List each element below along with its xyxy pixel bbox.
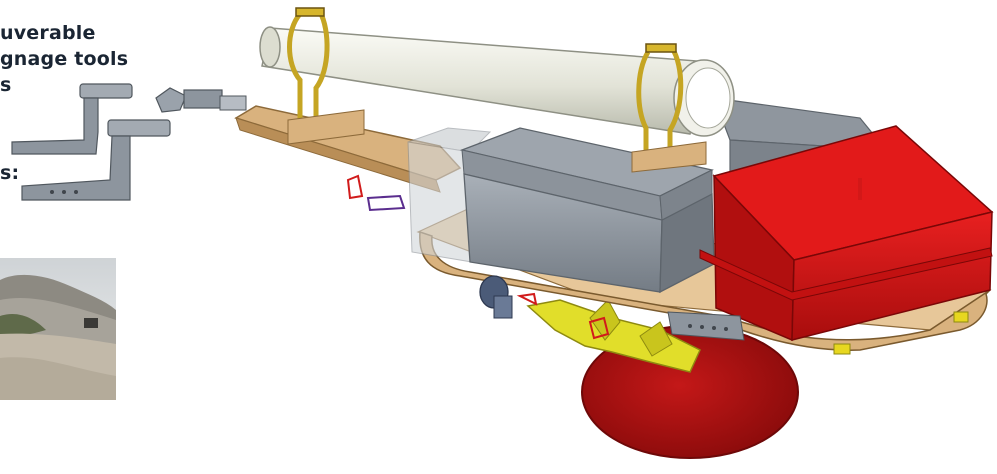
- hitch-bracket-icon: [11, 83, 171, 201]
- red-storage-box: [699, 125, 994, 342]
- slide-text-line-2: gnage tools: [0, 48, 129, 70]
- terrain-photo: [0, 258, 116, 400]
- hardware-clips: [346, 174, 610, 340]
- motor: [479, 275, 513, 319]
- tube: [259, 26, 735, 137]
- toolbox: [459, 127, 715, 294]
- slide-text-line-1: uverable: [0, 22, 96, 44]
- tube-brackets: [287, 7, 684, 166]
- frame-rail: [419, 230, 991, 351]
- universal-joint-icon: [155, 87, 247, 113]
- slide-text-line-4: s:: [0, 162, 20, 184]
- slide-text-line-3: s: [0, 74, 12, 96]
